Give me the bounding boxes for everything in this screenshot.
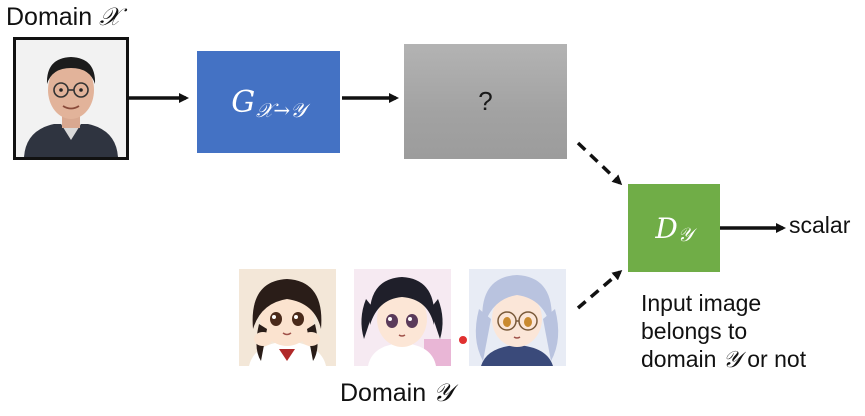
domain-y-image-3 [469, 269, 566, 366]
generated-output-box: ? [404, 44, 567, 159]
note-line-2: belongs to [641, 318, 748, 344]
domain-y-symbol: 𝒴 [433, 378, 453, 407]
note-line-3-post: or not [740, 346, 807, 372]
domain-y-text: Domain [340, 379, 434, 407]
generator-subscript: 𝒳→𝒴 [256, 98, 306, 122]
note-line-1: Input image [641, 290, 762, 316]
note-line-3-symbol: 𝒴 [722, 347, 741, 373]
discriminator-symbol: D [655, 211, 678, 245]
note-line-3: domain 𝒴 or not [641, 345, 806, 374]
pointer-dot [457, 334, 469, 346]
discriminator-subscript: 𝒴 [677, 224, 693, 246]
discriminator-note: Input image belongs to domain 𝒴 or not [641, 289, 806, 374]
arrow-real-to-discriminator [576, 270, 623, 310]
arrow-output-to-discriminator [576, 141, 623, 186]
note-line-3-pre: domain [641, 346, 723, 372]
anime-girl-image [239, 269, 336, 366]
scalar-label: scalar [789, 212, 851, 238]
domain-x-photo [13, 37, 129, 160]
unknown-label: ? [478, 86, 493, 116]
domain-x-text: Domain [6, 3, 100, 31]
domain-x-symbol: 𝒳 [99, 2, 121, 31]
domain-y-label: Domain 𝒴 [340, 378, 453, 408]
anime-girl-image [469, 269, 566, 366]
generator-symbol: G [231, 84, 256, 120]
domain-y-image-1 [239, 269, 336, 366]
domain-x-label: Domain 𝒳 [6, 2, 121, 32]
anime-girl-image [354, 269, 451, 366]
domain-y-image-2 [354, 269, 451, 366]
person-photo-image [16, 40, 126, 157]
